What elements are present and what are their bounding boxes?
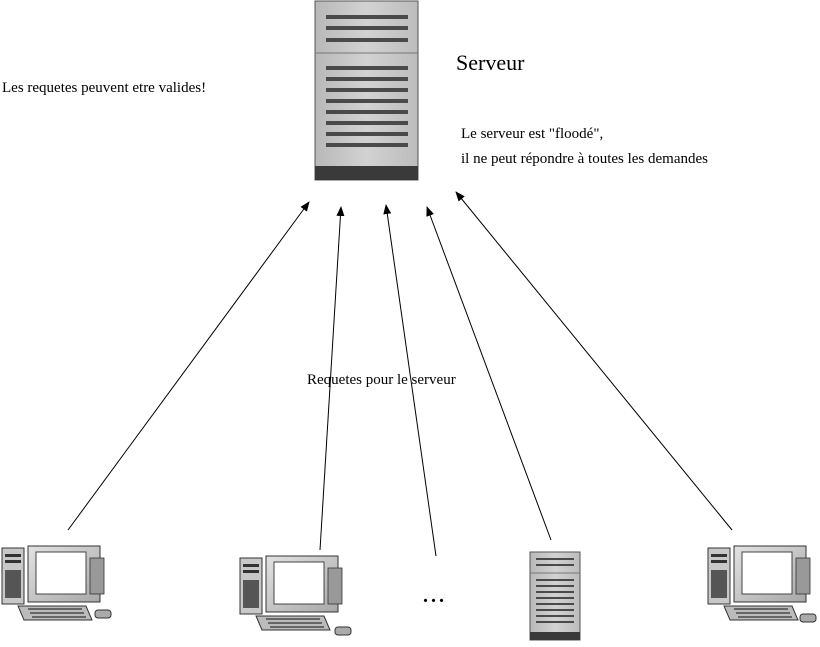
request-arrow-3 (383, 204, 437, 557)
requests-label: Requetes pour le serveur (307, 372, 456, 388)
request-arrow-1 (67, 201, 310, 531)
request-arrow-5 (455, 191, 733, 531)
request-arrow-4 (426, 206, 552, 541)
client-computer-icon (239, 555, 352, 636)
ellipsis-more-clients: ... (423, 585, 447, 607)
client-computer-icon (1, 545, 112, 621)
client-computer-icon (707, 545, 817, 623)
requests-valid-note: Les requetes peuvent etre valides! (2, 80, 207, 96)
request-arrows (67, 191, 733, 557)
client-server-icon (529, 551, 581, 641)
main-server-icon (314, 0, 419, 181)
flood-note-line1: Le serveur est "floodé", (461, 126, 604, 142)
server-title: Serveur (456, 50, 525, 75)
request-arrow-2 (319, 206, 345, 551)
flood-note-line2: il ne peut répondre à toutes les demande… (461, 151, 709, 167)
